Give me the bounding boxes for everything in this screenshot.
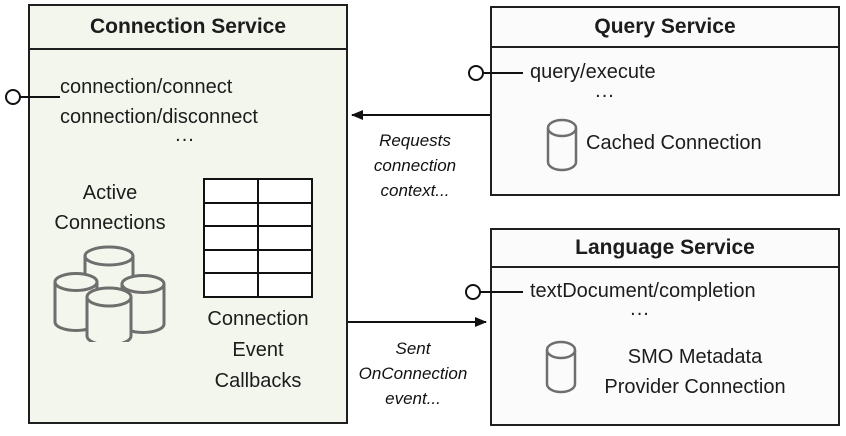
active-connections-label-line1: Active — [82, 182, 138, 204]
cached-connection-label: Cached Connection — [586, 132, 762, 154]
callbacks-label-line3: Callbacks — [214, 370, 302, 392]
language-service-title: Language Service — [492, 230, 838, 268]
query-execute-endpoint: query/execute — [530, 61, 656, 83]
callbacks-label-line2: Event — [232, 339, 284, 361]
language-endpoints-ellipsis: ... — [630, 298, 650, 320]
connection-endpoints-ellipsis: ... — [175, 124, 195, 146]
active-connections-label-line2: Connections — [54, 212, 166, 234]
query-service-title: Query Service — [492, 8, 838, 48]
connection-connect-endpoint: connection/connect — [60, 76, 233, 98]
connection-disconnect-endpoint: connection/disconnect — [60, 106, 258, 128]
textdocument-completion-endpoint: textDocument/completion — [530, 280, 756, 302]
provider-connection-label-line2: Provider Connection — [604, 376, 786, 398]
provider-connection-label-line1: SMO Metadata — [627, 346, 763, 368]
query-endpoints-ellipsis: ... — [595, 80, 615, 102]
table-grid-icon — [203, 178, 313, 298]
language-service-box: Language Service — [490, 228, 840, 426]
database-cylinder-icon — [546, 118, 578, 172]
sent-arrow-label: Sent OnConnection event... — [358, 339, 468, 408]
callbacks-label-line1: Connection — [207, 308, 309, 330]
database-cylinder-icon — [545, 340, 577, 394]
requests-arrow-label: Requests connection context... — [373, 131, 457, 200]
query-service-box: Query Service — [490, 6, 840, 196]
database-cluster-icon — [53, 245, 166, 342]
connection-service-title: Connection Service — [30, 6, 346, 50]
